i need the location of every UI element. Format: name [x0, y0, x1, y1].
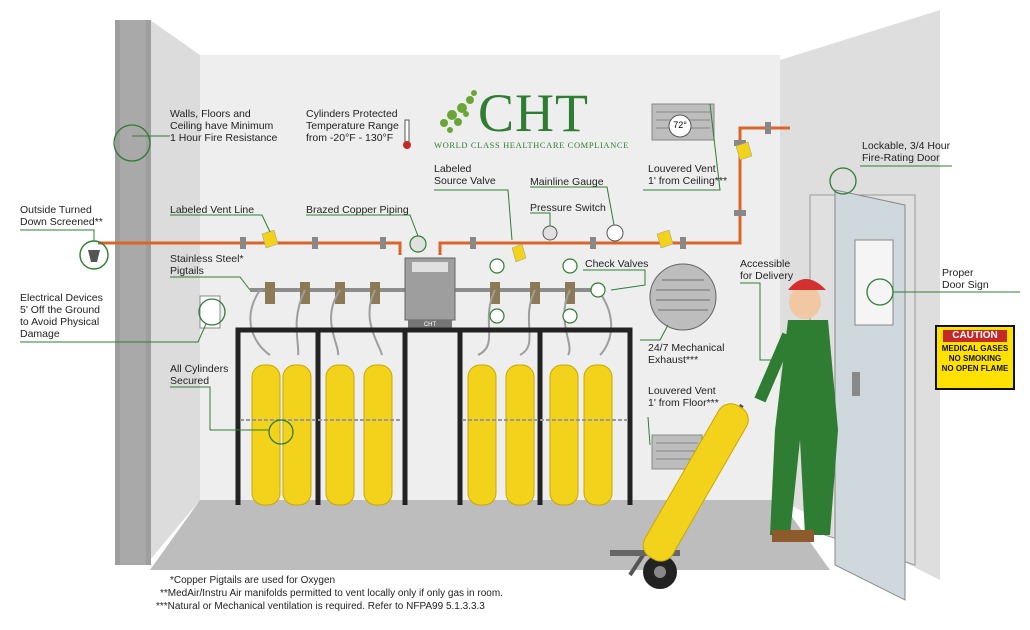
delivery-cylinder [642, 403, 749, 562]
footnote-2: **MedAir/Instru Air manifolds permitted … [160, 588, 503, 599]
manifold-label: CHT [423, 322, 437, 328]
brand-name: CHT [478, 83, 589, 143]
check-valve-markers [489, 258, 606, 324]
pressure-switch-icon [542, 225, 558, 241]
left-wall [150, 20, 200, 560]
callout-mechanical-exhaust: 24/7 Mechanical Exhaust*** [648, 342, 725, 366]
callout-mainline-gauge: Mainline Gauge [530, 176, 604, 188]
thermostat-reading: 72° [673, 120, 687, 130]
mechanical-exhaust-icon [649, 263, 717, 331]
door-window [854, 239, 894, 326]
callout-lockable-door: Lockable, 3/4 Hour Fire-Rating Door [862, 140, 951, 164]
brand-tagline: World class healthcare compliance [434, 140, 629, 150]
floor [150, 500, 830, 570]
mainline-gauge-icon [606, 224, 624, 242]
vent-screen-icon [88, 250, 100, 262]
callout-proper-sign: Proper Door Sign [942, 267, 989, 291]
cylinder-racks [235, 327, 633, 505]
callout-electrical: Electrical Devices 5' Off the Ground to … [20, 292, 103, 340]
callout-cylinders-secured: All Cylinders Secured [170, 363, 229, 387]
callout-accessible-delivery: Accessible for Delivery [740, 258, 794, 282]
thermostat-icon [668, 114, 692, 138]
footnote-3: ***Natural or Mechanical ventilation is … [156, 601, 485, 612]
callout-temperature: Cylinders Protected Temperature Range fr… [306, 108, 399, 144]
callout-louvered-floor: Louvered Vent 1' from Floor*** [648, 385, 719, 409]
pipe-clamps [240, 122, 771, 249]
electrical-callout-ring [198, 298, 226, 326]
delivery-worker-figure [754, 279, 838, 542]
cylinders-secured-callout-ring [268, 419, 294, 445]
callout-pressure-switch: Pressure Switch [530, 202, 606, 214]
callout-stainless-pigtails: Stainless Steel* Pigtails [170, 253, 244, 277]
vent-line-pipe [98, 241, 402, 255]
header-valves [265, 282, 575, 304]
callout-check-valves: Check Valves [585, 258, 649, 270]
caution-door-sign: CAUTION MEDICAL GASES NO SMOKING NO OPEN… [935, 325, 1015, 390]
callout-labeled-vent-line: Labeled Vent Line [170, 204, 255, 216]
source-valve-callout-ring [409, 235, 427, 253]
exhaust-grille [656, 279, 710, 311]
footnote-1: *Copper Pigtails are used for Oxygen [170, 575, 336, 586]
caution-sign-line-3: NO OPEN FLAME [941, 364, 1009, 373]
caution-sign-header: CAUTION [943, 330, 1007, 342]
caution-sign-line-2: NO SMOKING [948, 354, 1002, 363]
brand-leaf-icon [440, 90, 477, 133]
callout-outside-vent: Outside Turned Down Screened** [20, 204, 103, 228]
door-handle[interactable] [852, 372, 860, 396]
mainline-copper-pipe [438, 126, 790, 255]
door-callout-ring [829, 167, 857, 195]
caution-sign-line-1: MEDICAL GASES [941, 344, 1009, 353]
gas-cylinders [251, 364, 613, 506]
callout-labeled-source-valve: Labeled Source Valve [434, 163, 496, 187]
callout-walls: Walls, Floors and Ceiling have Minimum 1… [170, 108, 278, 144]
electrical-outlet-icon [199, 295, 221, 329]
callout-louvered-ceiling: Louvered Vent 1' from Ceiling*** [648, 163, 728, 187]
callout-leaders [20, 103, 1020, 446]
thermometer-icon [404, 119, 410, 143]
callout-brazed-copper: Brazed Copper Piping [306, 204, 409, 216]
wall-callout-ring [113, 124, 151, 162]
concrete-texture [120, 20, 146, 565]
manifold-display [412, 262, 448, 272]
pipe-labels [261, 141, 753, 263]
